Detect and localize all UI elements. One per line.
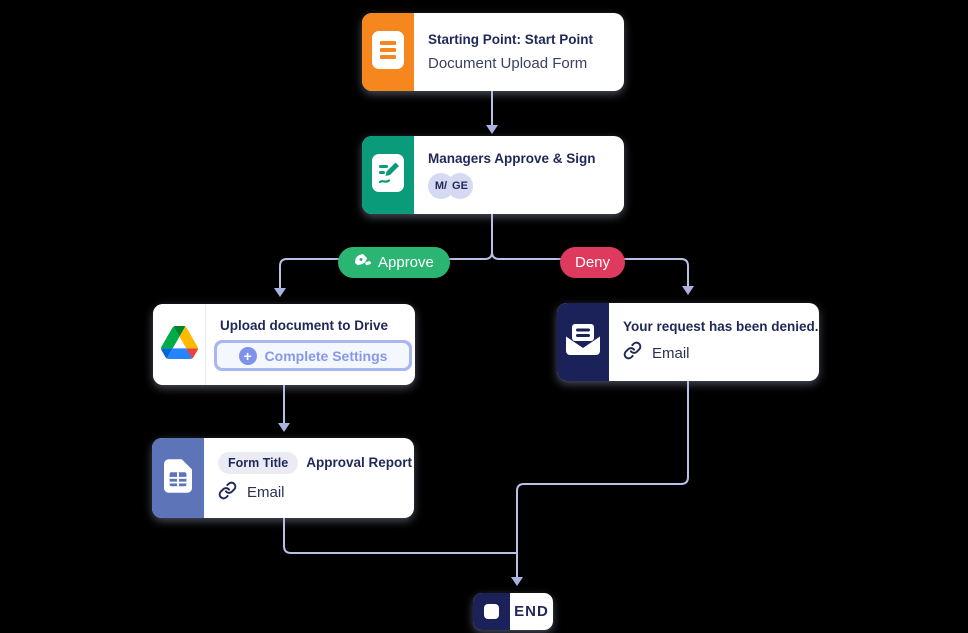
report-channel-label: Email (247, 484, 285, 501)
end-node-accent (473, 593, 510, 630)
approval-node-title: Managers Approve & Sign (428, 150, 596, 166)
report-channel-row: Email (218, 481, 400, 505)
assignee-avatars: M/ GE (428, 173, 610, 200)
end-node-label: END (514, 603, 549, 620)
denied-node-accent (557, 303, 609, 381)
report-node[interactable]: Form Title Approval Report Email (152, 438, 414, 518)
report-icon (164, 458, 192, 498)
stop-icon (484, 604, 499, 619)
report-node-title: Approval Report (306, 454, 412, 470)
denied-node-title: Your request has been denied. (623, 318, 819, 334)
drive-node-accent (153, 304, 206, 385)
google-drive-icon (160, 325, 198, 364)
denied-node[interactable]: Your request has been denied. Email (557, 303, 819, 381)
drive-node[interactable]: Upload document to Drive + Complete Sett… (153, 304, 415, 385)
report-node-accent (152, 438, 204, 518)
denied-channel-label: Email (652, 344, 690, 362)
complete-settings-button[interactable]: + Complete Settings (214, 340, 412, 372)
mail-icon (566, 324, 600, 360)
start-node-subtitle: Document Upload Form (428, 54, 588, 72)
deny-branch-pill[interactable]: Deny (560, 247, 626, 278)
deny-branch-label: Deny (575, 254, 611, 271)
link-icon (218, 481, 237, 505)
drive-node-title: Upload document to Drive (220, 317, 389, 333)
link-icon (623, 341, 642, 365)
approve-branch-label: Approve (378, 254, 434, 271)
avatar: GE (447, 173, 473, 200)
approval-node-accent (362, 136, 414, 214)
pen-nib-icon (354, 253, 371, 272)
sign-icon (372, 153, 404, 197)
denied-channel-row: Email (623, 341, 805, 365)
form-title-badge: Form Title (218, 451, 299, 474)
approve-branch-pill[interactable]: Approve (338, 247, 450, 278)
start-node-title: Starting Point: Start Point (428, 32, 593, 48)
plus-icon: + (238, 346, 257, 365)
start-node[interactable]: Starting Point: Start Point Document Upl… (362, 13, 624, 91)
complete-settings-label: Complete Settings (264, 347, 388, 364)
approval-node[interactable]: Managers Approve & Sign M/ GE (362, 136, 624, 214)
start-node-accent (362, 13, 414, 91)
end-node[interactable]: END (473, 593, 553, 630)
form-icon (372, 30, 404, 74)
